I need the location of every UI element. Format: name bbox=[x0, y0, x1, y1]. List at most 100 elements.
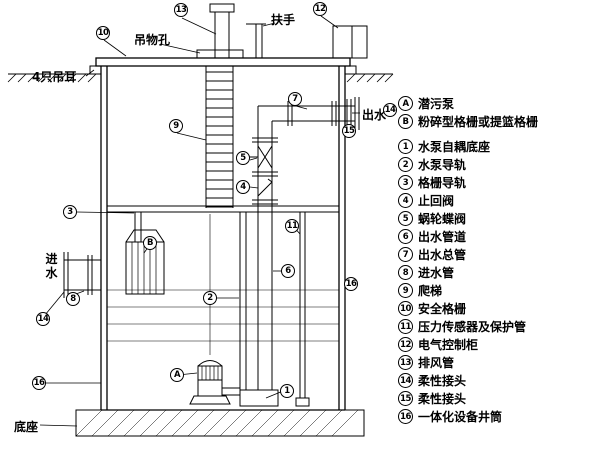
legend-marker: 9 bbox=[398, 283, 413, 298]
auto-coupling-base bbox=[239, 389, 279, 407]
callout-16-left: 16 bbox=[32, 376, 46, 390]
legend-label: 一体化设备井筒 bbox=[418, 410, 503, 424]
legend-label: 压力传感器及保护管 bbox=[418, 320, 527, 334]
lifting-ear-left bbox=[89, 65, 102, 75]
label-handrail: 扶手 bbox=[271, 13, 296, 27]
check-valve bbox=[257, 178, 273, 197]
callout-5: 5 bbox=[236, 151, 250, 165]
legend-item: 9 爬梯 bbox=[398, 283, 598, 298]
label-hoist-hole: 吊物孔 bbox=[134, 33, 171, 47]
callout-15: 15 bbox=[342, 124, 356, 138]
legend-marker: 7 bbox=[398, 247, 413, 262]
callout-6: 6 bbox=[281, 264, 295, 278]
legend-label: 水泵自耦底座 bbox=[418, 140, 491, 154]
legend-marker: 14 bbox=[398, 373, 413, 388]
inlet-inner-flange bbox=[87, 255, 93, 295]
basket-screen bbox=[125, 212, 165, 295]
legend-label: 潜污泵 bbox=[418, 97, 455, 111]
callout-B: B bbox=[143, 236, 157, 250]
callout-9: 9 bbox=[169, 119, 183, 133]
legend-marker: 1 bbox=[398, 139, 413, 154]
legend-marker: 10 bbox=[398, 301, 413, 316]
legend-label: 粉碎型格栅或提篮格栅 bbox=[418, 115, 539, 129]
legend-label: 柔性接头 bbox=[418, 374, 467, 388]
legend-marker: 5 bbox=[398, 211, 413, 226]
riser-flanges bbox=[252, 137, 278, 205]
legend-marker: 11 bbox=[398, 319, 413, 334]
legend-label: 进水管 bbox=[418, 266, 455, 280]
callout-7: 7 bbox=[288, 92, 302, 106]
ladder bbox=[205, 66, 234, 208]
legend-item: 15 柔性接头 bbox=[398, 391, 598, 406]
legend-item: 2 水泵导轨 bbox=[398, 157, 598, 172]
legend-item: 5 蜗轮蝶阀 bbox=[398, 211, 598, 226]
pipe-flanges bbox=[287, 101, 337, 126]
legend-item: 1 水泵自耦底座 bbox=[398, 139, 598, 154]
legend-item: 16 一体化设备井筒 bbox=[398, 409, 598, 424]
legend-item: 6 出水管道 bbox=[398, 229, 598, 244]
callout-14-outlet: 14 bbox=[383, 103, 397, 117]
callout-16-right: 16 bbox=[344, 277, 358, 291]
callout-1: 1 bbox=[280, 384, 294, 398]
label-lifting-ears: 4只吊耳 bbox=[32, 70, 77, 84]
legend-item: B 粉碎型格栅或提篮格栅 bbox=[398, 114, 598, 129]
legend-marker: 8 bbox=[398, 265, 413, 280]
outlet-piping bbox=[243, 97, 360, 390]
legend-marker: 3 bbox=[398, 175, 413, 190]
legend-label: 止回阀 bbox=[418, 194, 455, 208]
legend-marker: 6 bbox=[398, 229, 413, 244]
pressure-sensor-tube bbox=[295, 212, 310, 407]
legend-label: 出水总管 bbox=[418, 248, 467, 262]
legend-marker: 13 bbox=[398, 355, 413, 370]
legend-item: 8 进水管 bbox=[398, 265, 598, 280]
legend-item: 14 柔性接头 bbox=[398, 373, 598, 388]
legend-marker: 12 bbox=[398, 337, 413, 352]
legend-marker: 2 bbox=[398, 157, 413, 172]
legend-label: 电气控制柜 bbox=[418, 338, 479, 352]
legend-label: 柔性接头 bbox=[418, 392, 467, 406]
legend: A 潜污泵 B 粉碎型格栅或提篮格栅 1 水泵自耦底座 2 水泵导轨 3 格栅导… bbox=[398, 96, 598, 427]
legend-item: A 潜污泵 bbox=[398, 96, 598, 111]
ground-hatch-left bbox=[7, 73, 98, 83]
callout-11: 11 bbox=[285, 219, 299, 233]
legend-label: 安全格栅 bbox=[418, 302, 467, 316]
submersible-pump bbox=[189, 214, 279, 407]
legend-item: 4 止回阀 bbox=[398, 193, 598, 208]
legend-marker: 4 bbox=[398, 193, 413, 208]
callout-14: 14 bbox=[36, 312, 50, 326]
handrail bbox=[246, 23, 266, 58]
legend-item: 11 压力传感器及保护管 bbox=[398, 319, 598, 334]
base-slab bbox=[75, 409, 365, 437]
legend-item: 7 出水总管 bbox=[398, 247, 598, 262]
label-inlet: 进水 bbox=[45, 252, 58, 280]
inlet-outer-flange bbox=[63, 252, 69, 298]
callout-8: 8 bbox=[66, 292, 80, 306]
legend-label: 蜗轮蝶阀 bbox=[418, 212, 467, 226]
legend-item: 3 格栅导轨 bbox=[398, 175, 598, 190]
callout-12: 12 bbox=[313, 2, 327, 16]
legend-marker: 15 bbox=[398, 391, 413, 406]
callout-2: 2 bbox=[203, 291, 217, 305]
vent-pipe bbox=[196, 3, 244, 59]
legend-item: 10 安全格栅 bbox=[398, 301, 598, 316]
legend-label: 出水管道 bbox=[418, 230, 467, 244]
legend-item: 13 排风管 bbox=[398, 355, 598, 370]
legend-marker: A bbox=[398, 96, 413, 111]
pump-guide-rails bbox=[239, 212, 247, 390]
tank-shell bbox=[89, 57, 357, 411]
legend-marker: B bbox=[398, 114, 413, 129]
legend-label: 水泵导轨 bbox=[418, 158, 467, 172]
inlet-pipe bbox=[63, 252, 101, 298]
ground-hatch-right bbox=[346, 73, 394, 83]
outlet-end-flange bbox=[354, 97, 360, 130]
legend-label: 爬梯 bbox=[418, 284, 443, 298]
legend-label: 排风管 bbox=[418, 356, 455, 370]
outlet-flexible-joint bbox=[346, 99, 352, 128]
label-base: 底座 bbox=[14, 420, 39, 434]
legend-item: 12 电气控制柜 bbox=[398, 337, 598, 352]
pump-base bbox=[189, 395, 231, 405]
control-cabinet bbox=[332, 25, 368, 59]
callout-13: 13 bbox=[174, 3, 188, 17]
